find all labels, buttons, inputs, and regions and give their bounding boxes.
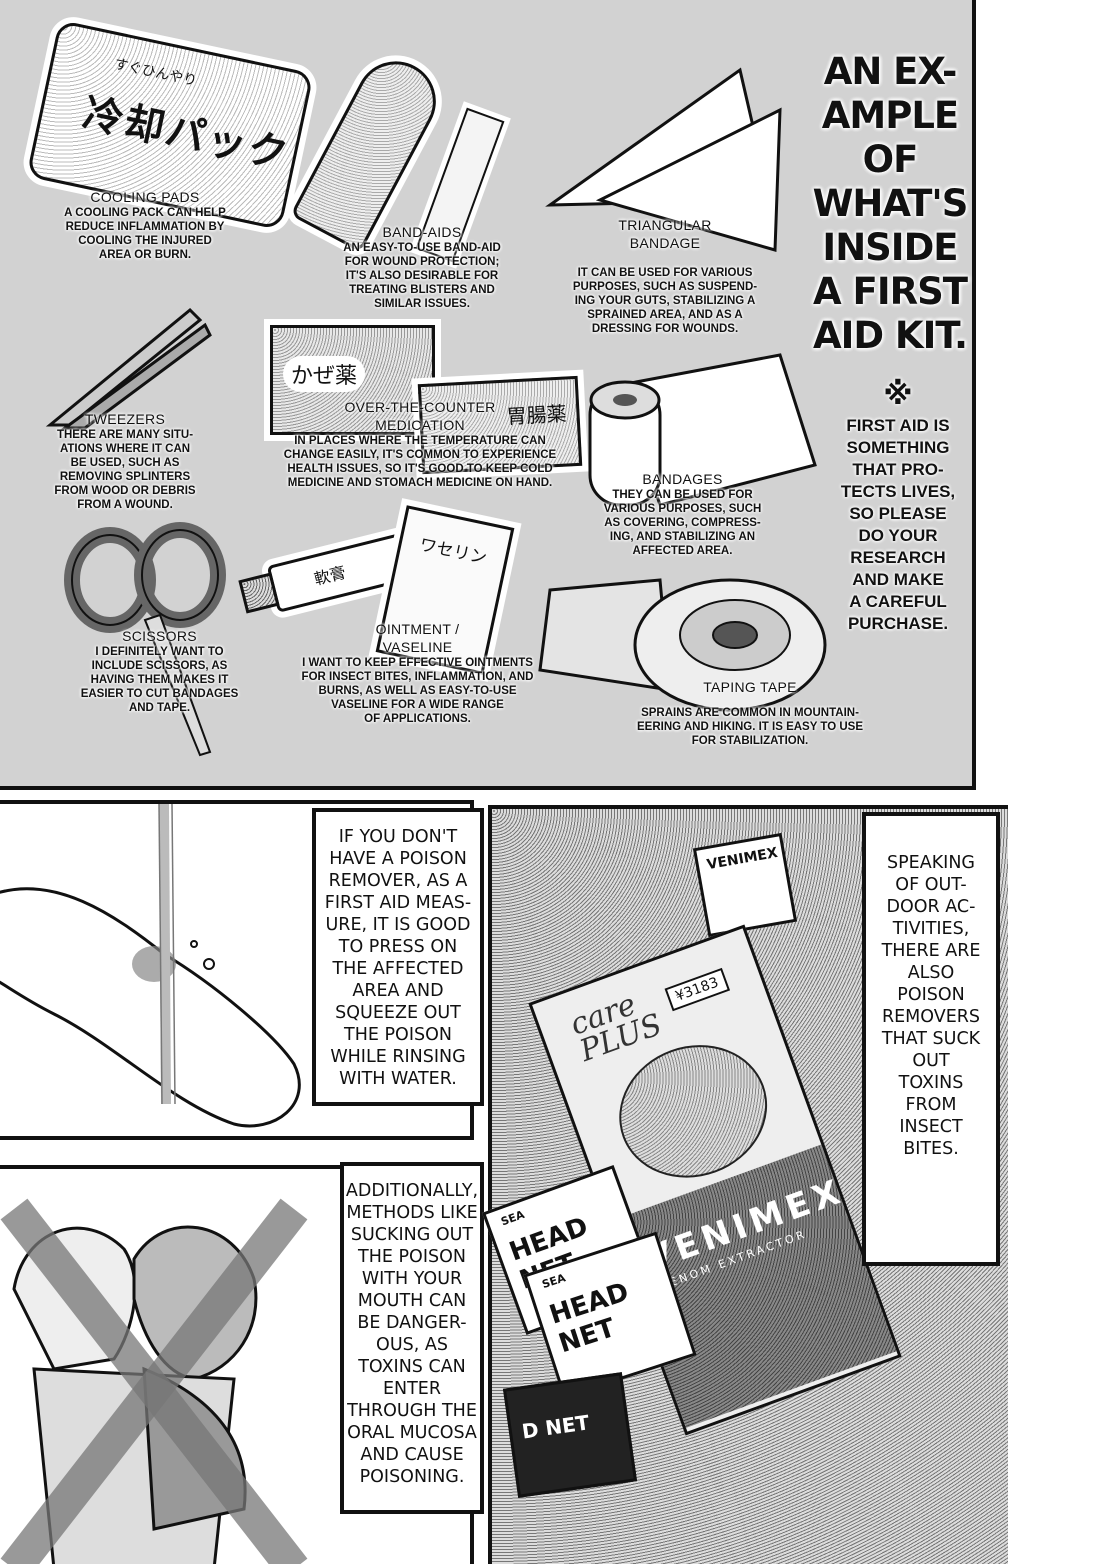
- care-plus-brand: care PLUS: [565, 986, 667, 1069]
- head-net-label: HEAD NET: [545, 1277, 633, 1360]
- venimex-side-label: VENIMEX: [705, 844, 779, 874]
- item-description: IN PLACES WHERE THE TEMPERATURE CAN CHAN…: [283, 435, 557, 489]
- item-description: I DEFINITELY WANT TO INCLUDE SCISSORS, A…: [80, 646, 239, 714]
- characters-with-x-illustration: [0, 1198, 308, 1564]
- item-description: SPRAINS ARE COMMON IN MOUNTAIN- EERING A…: [637, 707, 863, 747]
- bandage-roll-illustration: [588, 353, 817, 507]
- item-band-aids: BAND-AIDS AN EASY-TO-USE BAND-AID FOR WO…: [322, 223, 522, 311]
- scissors-illustration: [64, 522, 226, 757]
- taping-tape-illustration: [538, 578, 827, 712]
- rinse-caption: IF YOU DON'T HAVE A POISON REMOVER, AS A…: [312, 808, 484, 1106]
- item-description: AN EASY-TO-USE BAND-AID FOR WOUND PROTEC…: [343, 242, 501, 310]
- item-cooling-pads: COOLING PADS A COOLING PACK CAN HELP RED…: [40, 188, 250, 262]
- item-title: BAND-AIDS: [382, 224, 462, 240]
- item-triangular-bandage: TRIANGULAR BANDAGE IT CAN BE USED FOR VA…: [555, 216, 775, 336]
- leg-rinse-illustration: [0, 804, 301, 1128]
- item-title: COOLING PADS: [90, 189, 200, 205]
- item-otc-medication: OVER-THE-COUNTER MEDICATION IN PLACES WH…: [265, 398, 575, 490]
- poison-remover-caption: SPEAKING OF OUT- DOOR AC- TIVITIES, THER…: [862, 812, 1000, 1266]
- venimex-side-box: VENIMEX: [692, 832, 798, 938]
- item-description: I WANT TO KEEP EFFECTIVE OINTMENTS FOR I…: [301, 657, 534, 725]
- cold-medicine-box: かぜ薬: [270, 325, 435, 435]
- sea-brand: SEA: [540, 1271, 568, 1292]
- item-title: SCISSORS: [122, 628, 197, 644]
- item-tweezers: TWEEZERS THERE ARE MANY SITU- ATIONS WHE…: [35, 410, 215, 512]
- item-description: IT CAN BE USED FOR VARIOUS PURPOSES, SUC…: [572, 267, 758, 335]
- ointment-cap: [238, 572, 280, 614]
- item-title: OINTMENT / VASELINE: [375, 621, 460, 655]
- cooling-pack-label: 冷却パック: [78, 90, 294, 179]
- item-ointment-vaseline: OINTMENT / VASELINE I WANT TO KEEP EFFEC…: [280, 620, 555, 726]
- tweezers-illustration: [45, 307, 212, 430]
- page-title: AN EX- AMPLE OF WHAT'S INSIDE A FIRST AI…: [805, 50, 975, 358]
- suction-warning-caption: ADDITIONALLY, METHODS LIKE SUCKING OUT T…: [340, 1162, 484, 1514]
- item-description: A COOLING PACK CAN HELP REDUCE INFLAMMAT…: [64, 207, 226, 261]
- vaseline-label: ワセリン: [417, 535, 489, 569]
- item-scissors: SCISSORS I DEFINITELY WANT TO INCLUDE SC…: [62, 627, 257, 715]
- first-aid-kit-panel: すぐひんやり 冷却パック かぜ薬 胃腸薬 軟膏 ワセリン: [0, 0, 976, 790]
- item-bandages: BANDAGES THEY CAN BE USED FOR VARIOUS PU…: [585, 470, 780, 558]
- head-net-small-label: D NET: [520, 1410, 591, 1444]
- reference-mark-icon: ※: [883, 377, 913, 412]
- item-description: THEY CAN BE USED FOR VARIOUS PURPOSES, S…: [603, 489, 762, 557]
- item-title: BANDAGES: [642, 471, 723, 487]
- item-title: TWEEZERS: [84, 411, 166, 427]
- triangular-bandage-illustration: [545, 67, 782, 252]
- item-title: TRIANGULAR BANDAGE: [618, 217, 712, 251]
- first-aid-note-text: FIRST AID IS SOMETHING THAT PRO- TECTS L…: [840, 416, 956, 633]
- item-taping-tape: TAPING TAPE SPRAINS ARE COMMON IN MOUNTA…: [620, 678, 880, 748]
- first-aid-note: ※ FIRST AID IS SOMETHING THAT PRO- TECTS…: [828, 375, 968, 635]
- item-title: TAPING TAPE: [703, 679, 797, 695]
- page-title-text: AN EX- AMPLE OF WHAT'S INSIDE A FIRST AI…: [812, 50, 969, 357]
- cooling-pack-subtext: すぐひんやり: [112, 56, 199, 90]
- price-tag: ¥3183: [664, 968, 730, 1012]
- item-description: THERE ARE MANY SITU- ATIONS WHERE IT CAN…: [54, 429, 196, 511]
- sea-brand: SEA: [499, 1207, 527, 1229]
- item-title: OVER-THE-COUNTER MEDICATION: [344, 399, 496, 433]
- head-net-package-dark: D NET: [502, 1372, 638, 1498]
- cold-medicine-label: かぜ薬: [283, 356, 366, 392]
- ointment-label: 軟膏: [312, 562, 348, 589]
